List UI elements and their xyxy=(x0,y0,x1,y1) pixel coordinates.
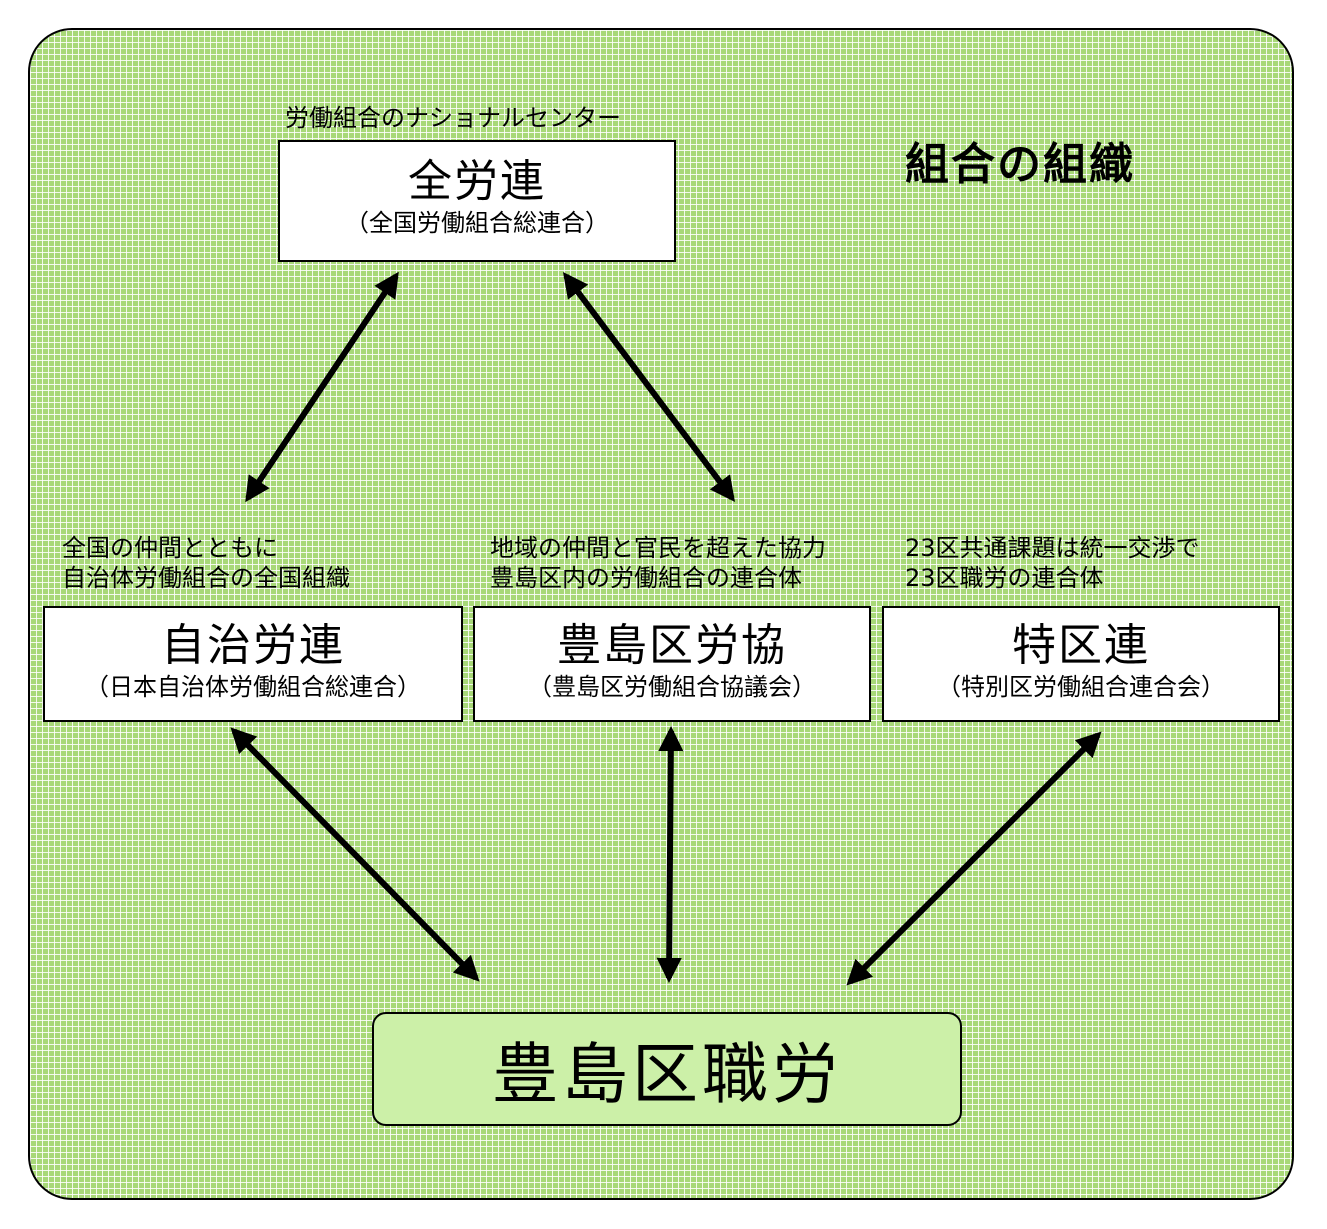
tokkuren-caption-line-1: 23区共通課題は統一交渉で xyxy=(905,534,1200,562)
jichiroren-name: 自治労連 xyxy=(161,620,345,671)
jichiroren-caption-line-1: 全国の仲間とともに xyxy=(62,534,278,562)
tokkuren-caption-line-2: 23区職労の連合体 xyxy=(905,564,1104,592)
zenroren-name: 全労連 xyxy=(408,156,546,207)
tokkuren-full-name: （特別区労働組合連合会） xyxy=(937,673,1225,701)
toshima-rokyo-caption-line-2: 豊島区内の労働組合の連合体 xyxy=(490,564,802,592)
jichiroren-full-name: （日本自治体労働組合総連合） xyxy=(85,673,421,701)
zenroren-full-name: （全国労働組合総連合） xyxy=(345,209,609,237)
arrow-zenroren-rokyo xyxy=(562,271,736,503)
arrow-rokyo-shokuro xyxy=(656,725,684,984)
arrow-jichiroren-shokuro xyxy=(230,727,480,982)
zenroren-box: 全労連 （全国労働組合総連合） xyxy=(278,140,676,262)
toshima-shokuro-box: 豊島区職労 xyxy=(372,1012,962,1126)
arrow-zenroren-jichiroren xyxy=(245,271,399,503)
national-center-caption: 労働組合のナショナルセンター xyxy=(285,104,621,132)
toshima-shokuro-name: 豊島区職労 xyxy=(492,1036,842,1113)
diagram-title: 組合の組織 xyxy=(905,139,1135,190)
arrow-tokkuren-shokuro xyxy=(846,731,1102,986)
tokkuren-box: 特区連 （特別区労働組合連合会） xyxy=(882,606,1280,722)
toshima-rokyo-box: 豊島区労協 （豊島区労働組合協議会） xyxy=(473,606,871,722)
toshima-rokyo-name: 豊島区労協 xyxy=(557,620,787,671)
tokkuren-name: 特区連 xyxy=(1012,620,1150,671)
toshima-rokyo-caption-line-1: 地域の仲間と官民を超えた協力 xyxy=(490,534,826,562)
jichiroren-caption-line-2: 自治体労働組合の全国組織 xyxy=(62,564,350,592)
toshima-rokyo-full-name: （豊島区労働組合協議会） xyxy=(528,673,816,701)
jichiroren-box: 自治労連 （日本自治体労働組合総連合） xyxy=(43,606,463,722)
